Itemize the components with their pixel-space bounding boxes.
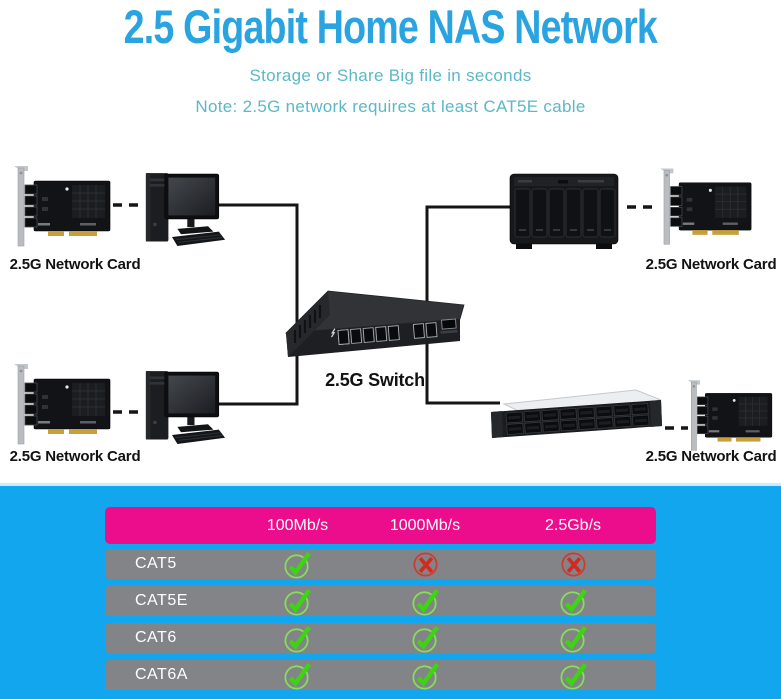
table-row-cat5: CAT5 [105,549,656,579]
table-row-cat5e: CAT5E [105,586,656,616]
network-card-image-bottom-left [12,355,117,450]
row-label: CAT6A [135,666,188,683]
cross-icon [360,549,490,579]
rack-server-image [488,388,663,450]
row-label: CAT5 [135,555,177,572]
cable-pc1-to-switch-to-pc2 [210,203,299,406]
check-icon [360,623,490,653]
check-icon [490,586,656,616]
network-card-label-bottom-right: 2.5G Network Card [645,448,777,465]
check-icon [490,623,656,653]
desktop-computer-image-top-left [136,168,226,252]
header-col-100mbs: 100Mb/s [266,516,329,534]
table-row-cat6: CAT6 [105,623,656,653]
header-col-25gbs: 2.5Gb/s [544,516,602,534]
check-icon [235,660,360,690]
page-title-text: 2.5 Gigabit Home NAS Network [123,0,658,53]
cross-icon [490,549,656,579]
check-icon [360,586,490,616]
network-card-label-top-left: 2.5G Network Card [9,256,141,273]
network-card-label-top-right: 2.5G Network Card [645,256,777,273]
page-title: 2.5 Gigabit Home NAS Network [0,0,781,54]
cable-requirement-note: Note: 2.5G network requires at least CAT… [195,97,586,116]
check-icon [235,586,360,616]
network-card-image-bottom-right [686,372,778,456]
check-icon [490,660,656,690]
desktop-computer-image-bottom-left [136,366,226,450]
row-label: CAT5E [135,592,188,609]
check-icon [235,623,360,653]
check-icon [360,660,490,690]
nas-image [508,172,620,252]
table-header-row: 100Mb/s 1000Mb/s 2.5Gb/s [105,507,656,544]
switch-label: 2.5G Switch [325,370,425,390]
check-icon [235,549,360,579]
network-card-image-top-right [658,160,758,250]
subtitle: Storage or Share Big file in seconds [249,66,532,85]
header-col-1000mbs: 1000Mb/s [389,516,461,534]
network-card-label-bottom-left: 2.5G Network Card [9,448,141,465]
network-card-image-top-left [12,157,117,252]
row-label: CAT6 [135,629,177,646]
table-row-cat6a: CAT6A [105,660,656,690]
